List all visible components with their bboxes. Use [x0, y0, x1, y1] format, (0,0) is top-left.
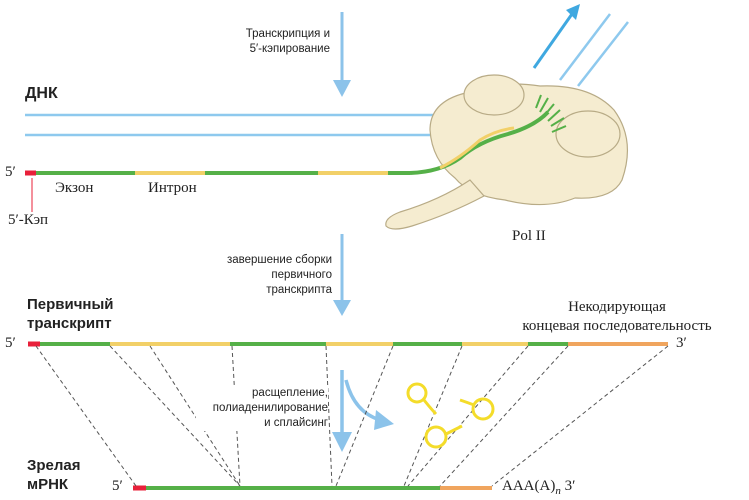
dna-strands	[25, 13, 629, 137]
noncoding-line1: Некодирующая	[568, 299, 666, 315]
label-cap: 5′-Кэп	[8, 212, 49, 228]
noncoding-line2: концевая последовательность	[522, 318, 712, 334]
primary-line2: транскрипт	[27, 315, 112, 332]
label-five-prime-dna: 5′	[5, 164, 16, 180]
label-three-prime-primary: 3′	[676, 335, 687, 351]
curved-arrow-intron-release	[344, 379, 394, 430]
label-noncoding: Некодирующая концевая последовательность	[487, 298, 747, 336]
pol-ii-enzyme	[385, 74, 628, 230]
processing-line3: и сплайсинг	[264, 417, 328, 429]
label-dna: ДНК	[25, 85, 58, 102]
nascent-rna	[25, 110, 550, 212]
transcription-line1: Транскрипция и	[245, 28, 330, 40]
label-polya-tail: AAA(A)n 3′	[502, 478, 575, 497]
transcription-line2: 5′-кэпирование	[249, 43, 330, 55]
label-intron: Интрон	[148, 180, 197, 196]
assembly-line2: первичного	[271, 269, 332, 281]
label-exon: Экзон	[55, 180, 94, 196]
mature-line1: Зрелая	[27, 457, 81, 474]
intron-lariats	[406, 382, 495, 449]
mature-line2: мРНК	[27, 476, 69, 493]
dna-direction-arrow	[532, 4, 580, 69]
assembly-line1: завершение сборки	[226, 254, 332, 266]
polya-prefix: AAA(A)	[502, 478, 556, 494]
label-pol-ii: Pol II	[512, 228, 546, 244]
three-prime-mature: 3′	[564, 478, 576, 494]
label-primary-transcript: Первичный транскрипт	[27, 295, 114, 333]
processing-line2: полиаденилирование	[212, 402, 328, 414]
label-transcription: Транскрипция и 5′-кэпирование	[196, 27, 330, 57]
down-arrow-processing	[332, 370, 352, 452]
label-five-prime-primary: 5′	[5, 335, 16, 351]
label-five-prime-mature: 5′	[112, 478, 123, 494]
down-arrow-assembly	[333, 234, 351, 316]
polya-subscript: n	[555, 485, 561, 497]
label-mature-mrna: Зрелая мРНК	[27, 456, 81, 494]
assembly-line3: транскрипта	[266, 284, 332, 296]
rna-comb-teeth	[535, 94, 567, 133]
label-processing: расщепление, полиаденилирование и сплайс…	[196, 386, 328, 431]
down-arrow-transcription	[333, 12, 351, 97]
processing-line1: расщепление,	[252, 387, 328, 399]
primary-line1: Первичный	[27, 296, 114, 313]
dashed-mapping-lines	[35, 345, 669, 487]
label-assembly: завершение сборки первичного транскрипта	[176, 253, 332, 298]
